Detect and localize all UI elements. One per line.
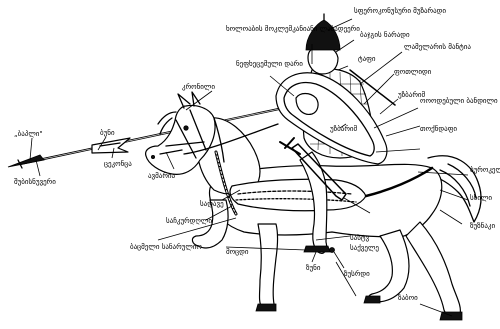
label-girth: საჩკურდღლი [166, 216, 212, 225]
label-cushion: ოოოდებული ბანდილი [420, 97, 498, 105]
label-blanket: ბაცმელი სანარულიო [130, 242, 202, 251]
label-stirrup: მოცდი [226, 248, 249, 256]
rider-face [308, 46, 338, 74]
label-armor-skirt: ლამელარის მანტია [404, 42, 471, 51]
label-pommel: თოქნდაფი [420, 125, 457, 133]
label-chest-guard: ნეფხეცემული დარი [236, 59, 303, 68]
label-spur: საქველე [350, 244, 379, 252]
label-shield: უზბარიმ [330, 124, 358, 133]
stirrup-icon [304, 246, 330, 252]
label-shoulder: უზბარიმ [398, 90, 426, 99]
label-cloth: სასტვ [350, 234, 369, 242]
label-saddle: სადავე [200, 200, 224, 208]
horse-front-leg [258, 224, 278, 310]
label-headgear: სფეროკონუსური მუზარადი [354, 6, 446, 15]
label-boot: ზუნი [306, 264, 321, 272]
horse-hind-leg [369, 230, 409, 302]
label-belt: ფოთლიდი [394, 68, 432, 76]
label-hoof: ზუსრდი [344, 269, 370, 278]
label-muzzle: ავმარია [148, 171, 176, 180]
lance-tip-icon [8, 155, 44, 167]
label-mail-coat: ხოლოაბის მოკლემკანიანი ლაბადეერი [226, 24, 360, 33]
label-horseshoe: ზაბოი [398, 294, 418, 302]
label-left-tag: შუბისნუვერი [14, 177, 56, 186]
spur-icon [330, 248, 335, 253]
label-shield-head: ტაფი [358, 55, 376, 63]
pennon-icon [92, 138, 130, 153]
label-tail: ზუზნაკი [470, 222, 495, 230]
label-lance-tip: „ბაპლი" [14, 130, 43, 138]
label-bridle: კრონილი [182, 82, 215, 91]
label-helmet-neck: ბაჯგის ნარადი [360, 30, 410, 39]
label-lance-shaft: ბუნი [100, 129, 115, 137]
label-saddle-pad: ბუროკელი ქაჭმი [470, 165, 500, 174]
label-sword: სხილი [470, 194, 492, 202]
label-pennon: ცეკონცა [104, 160, 132, 168]
